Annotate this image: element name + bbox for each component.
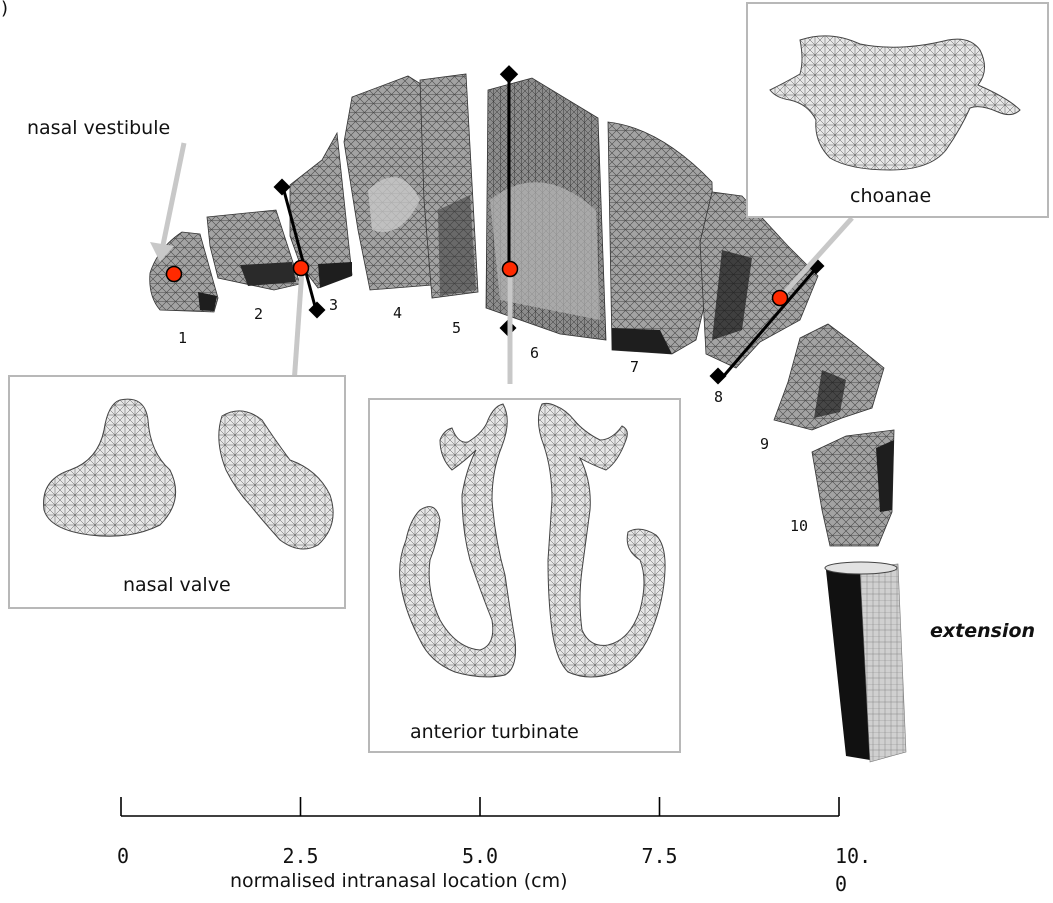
label-anterior-turbinate: anterior turbinate — [410, 721, 579, 743]
segment-number-9: 9 — [760, 435, 769, 453]
diamond-marker — [710, 368, 727, 385]
segment-number-5: 5 — [452, 319, 461, 337]
segment-number-6: 6 — [530, 344, 539, 362]
axis-tick-label: 7.5 — [641, 844, 677, 868]
figure-letter: ) — [1, 0, 8, 19]
segment-number-1: 1 — [178, 329, 187, 347]
cylinder-top — [825, 562, 897, 574]
segment-number-3: 3 — [329, 296, 338, 314]
marker-vestibule — [167, 267, 182, 282]
axis-tick-label: 5.0 — [462, 844, 498, 868]
diamond-marker — [274, 179, 291, 196]
segment-6-highlight — [490, 182, 600, 320]
marker-choanae — [773, 291, 788, 306]
marker-anterior-turbinate — [503, 262, 518, 277]
label-nasal-valve: nasal valve — [123, 574, 231, 596]
axis-tick-label-continued: 0 — [835, 872, 847, 896]
segment-number-2: 2 — [254, 305, 263, 323]
segment-2-shadow — [240, 262, 296, 286]
label-extension: extension — [930, 620, 1035, 642]
nasal-valve-panel: nasal valve — [9, 376, 345, 608]
axis-tick-label: 10. — [835, 844, 871, 868]
diamond-marker — [309, 302, 326, 319]
anterior-turbinate-panel: anterior turbinate — [369, 399, 680, 752]
segment-number-8: 8 — [714, 388, 723, 406]
diamond-marker — [500, 65, 518, 83]
segment-5-shadow — [438, 195, 476, 296]
axis-tick-label: 0 — [117, 844, 129, 868]
callout-line-valve — [294, 270, 302, 384]
segment-number-4: 4 — [393, 304, 402, 322]
marker-nasal-valve — [294, 261, 309, 276]
segment-number-7: 7 — [630, 358, 639, 376]
axis-tick-label: 2.5 — [282, 844, 318, 868]
location-axis: 0 2.5 5.0 7.5 10. 0 normalised intranasal loc… — [117, 797, 871, 896]
label-choanae: choanae — [850, 185, 931, 207]
segment-7 — [608, 122, 714, 354]
segment-3-shadow — [318, 262, 352, 288]
label-nasal-vestibule: nasal vestibule — [27, 117, 170, 139]
choanae-panel: choanae — [747, 3, 1048, 217]
axis-label: normalised intranasal location (cm) — [230, 870, 568, 892]
segment-number-10: 10 — [790, 517, 808, 535]
extension-cylinder: extension — [825, 562, 1035, 762]
